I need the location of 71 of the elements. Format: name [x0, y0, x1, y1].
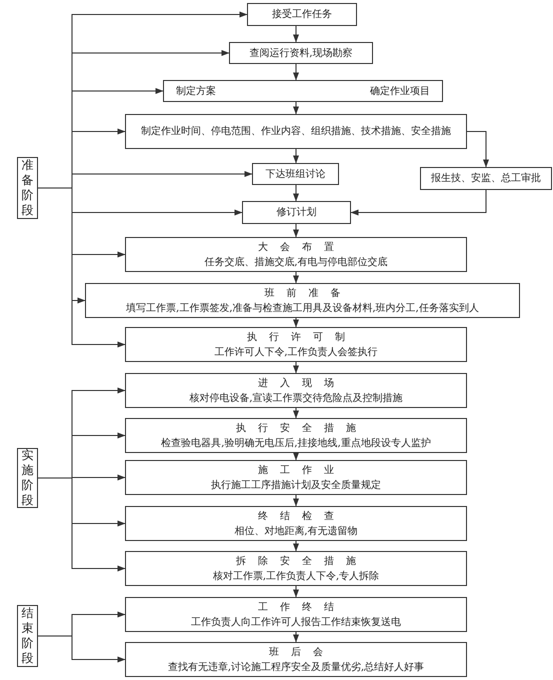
arrow — [38, 636, 126, 662]
box-text: 制定作业时间、停电范围、作业内容、组织措施、技术措施、安全措施 — [141, 124, 451, 139]
box-heading: 进入现场 — [258, 376, 346, 390]
process-box — [247, 3, 357, 26]
phase-label: 准备阶段 — [21, 158, 34, 218]
phase-label: 结束阶段 — [21, 606, 34, 666]
arrow — [38, 478, 126, 572]
arrow — [293, 26, 299, 42]
arrow — [293, 494, 299, 506]
box-text: 下达班组讨论 — [266, 168, 326, 182]
box-heading: 终结检查 — [258, 510, 346, 524]
phase-label-box — [17, 605, 38, 667]
arrow — [293, 408, 299, 418]
arrow — [350, 190, 486, 216]
arrow — [293, 362, 299, 374]
arrow — [293, 272, 299, 284]
phase-label: 实施阶段 — [21, 448, 34, 508]
process-box — [125, 327, 467, 362]
arrow — [293, 318, 299, 328]
arrow — [293, 632, 299, 642]
box-heading: 工作终结 — [258, 600, 346, 614]
box-heading: 执行许可制 — [247, 330, 357, 344]
arrow — [293, 102, 299, 114]
process-box — [85, 283, 520, 318]
process-box — [163, 80, 443, 102]
box-text: 工作许可人下令,工作负责人会签执行 — [214, 346, 378, 360]
box-text: 核对工作票,工作负责人下令,专人拆除 — [212, 570, 380, 584]
box-text: 检查验电器具,验明确无电压后,挂接地线,重点地段设专人监护 — [161, 436, 431, 450]
box-text: 确定作业项目 — [370, 84, 430, 98]
process-box — [229, 42, 373, 64]
box-text: 填写工作票,工作票签发,准备与检查施工用具及设备材料,班内分工,任务落实到人 — [126, 302, 479, 316]
box-heading: 班前准备 — [264, 286, 352, 300]
box-text: 报生技、安监、总工审批 — [431, 172, 541, 186]
box-text: 执行施工工序措施计划及安全质量规定 — [211, 478, 381, 492]
arrow — [293, 452, 299, 460]
process-box — [125, 597, 467, 632]
arrow — [293, 184, 299, 202]
arrow — [38, 188, 126, 348]
box-text: 查阅运行资料,现场勘察 — [249, 46, 353, 60]
process-box — [125, 237, 467, 272]
arrow — [293, 148, 299, 164]
process-box — [125, 373, 467, 408]
arrow — [293, 540, 299, 552]
process-box — [125, 114, 467, 149]
arrow — [293, 586, 299, 598]
box-text: 核对停电设备,宣读工作票交待危险点及控制措施 — [189, 392, 403, 406]
box-text: 制定方案 — [176, 84, 216, 98]
phase-label-box — [17, 157, 38, 219]
box-text: 接受工作任务 — [272, 8, 332, 22]
box-text: 相位、对地距离,有无遗留物 — [234, 524, 358, 538]
arrow — [293, 64, 299, 80]
process-box — [125, 418, 467, 453]
box-text: 任务交底、措施交底,有电与停电部位交底 — [204, 256, 388, 270]
arrow — [293, 224, 299, 238]
process-box — [125, 551, 467, 586]
process-box — [125, 506, 467, 541]
process-box — [242, 201, 351, 224]
box-text: 工作负责人向工作许可人报告工作结束恢复送电 — [191, 616, 401, 630]
approval-box — [420, 167, 552, 190]
phase-label-box — [17, 448, 38, 508]
box-heading: 拆除安全措施 — [236, 554, 368, 568]
box-heading: 施工作业 — [258, 464, 346, 478]
process-box — [125, 642, 467, 677]
arrow — [466, 131, 489, 168]
box-text: 查找有无违章,讨论施工程序安全及质量优劣,总结好人好事 — [168, 660, 424, 674]
box-heading: 执行安全措施 — [236, 422, 368, 436]
box-heading: 大会布置 — [258, 240, 346, 254]
box-text: 修订计划 — [276, 206, 316, 220]
process-box — [252, 163, 339, 185]
process-box — [125, 460, 467, 495]
box-heading: 班后会 — [269, 646, 335, 660]
